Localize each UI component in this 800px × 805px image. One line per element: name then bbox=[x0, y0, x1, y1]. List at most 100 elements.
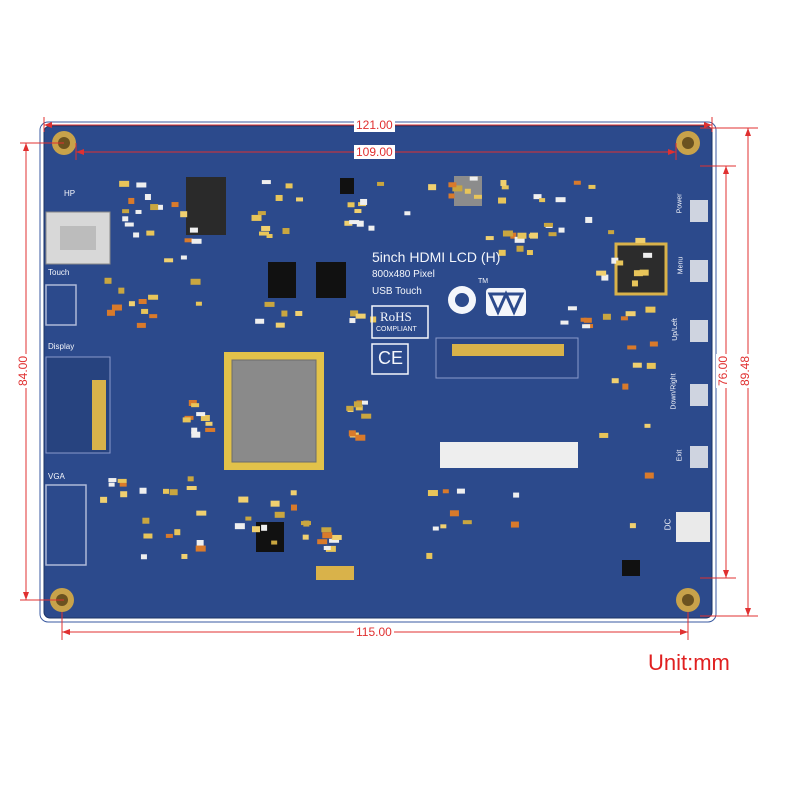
smd-part bbox=[349, 220, 360, 225]
smd-part bbox=[404, 211, 411, 216]
bottom-pads bbox=[316, 566, 354, 580]
smd-part bbox=[146, 230, 155, 236]
smd-part bbox=[184, 238, 193, 243]
label-vga: VGA bbox=[48, 472, 65, 481]
rohs-sub-text: COMPLIANT bbox=[376, 326, 417, 333]
smd-part bbox=[275, 194, 283, 201]
smd-part bbox=[255, 318, 265, 324]
smd-part bbox=[100, 496, 108, 503]
smd-part bbox=[128, 301, 135, 307]
smd-part bbox=[196, 412, 206, 417]
button-power bbox=[690, 200, 708, 222]
smd-part bbox=[599, 432, 609, 438]
smd-part bbox=[635, 237, 646, 243]
smd-part bbox=[588, 184, 596, 189]
smd-part bbox=[533, 194, 542, 200]
smd-part bbox=[353, 401, 362, 408]
smd-part bbox=[108, 478, 117, 483]
smd-part bbox=[302, 534, 309, 540]
main-chip bbox=[231, 359, 317, 463]
label-hp: HP bbox=[64, 189, 76, 198]
smd-part bbox=[275, 322, 285, 328]
smd-part bbox=[645, 306, 656, 313]
smd-part bbox=[136, 322, 146, 328]
smd-part bbox=[602, 313, 611, 320]
smd-part bbox=[181, 553, 188, 559]
smd-part bbox=[347, 202, 355, 208]
smd-part bbox=[144, 194, 151, 201]
smd-part bbox=[165, 533, 173, 538]
smd-part bbox=[149, 314, 158, 319]
mount-hole-top-right bbox=[676, 131, 700, 155]
touch-connector bbox=[45, 284, 77, 326]
smd-part bbox=[548, 232, 557, 237]
smd-part bbox=[622, 383, 629, 390]
smd-part bbox=[567, 306, 577, 311]
smd-part bbox=[627, 345, 637, 350]
smd-part bbox=[440, 524, 447, 529]
smd-part bbox=[234, 523, 245, 530]
label-menu: Menu bbox=[677, 256, 685, 275]
smd-part bbox=[355, 434, 366, 441]
smd-part bbox=[573, 180, 581, 185]
smd-part bbox=[188, 400, 197, 407]
smd-part bbox=[601, 274, 609, 281]
smd-part bbox=[317, 539, 328, 545]
smd-part bbox=[350, 310, 359, 317]
smd-part bbox=[456, 488, 465, 494]
ic-bottom bbox=[256, 522, 284, 552]
smd-part bbox=[148, 294, 159, 300]
smd-part bbox=[442, 489, 449, 494]
smd-part bbox=[346, 405, 354, 411]
smd-part bbox=[368, 225, 375, 231]
smd-part bbox=[140, 554, 147, 560]
smd-part bbox=[196, 539, 204, 546]
smd-part bbox=[171, 202, 179, 208]
smd-part bbox=[583, 317, 592, 323]
smd-part bbox=[360, 198, 368, 205]
ic-right bbox=[614, 242, 668, 296]
smd-part bbox=[187, 476, 194, 482]
smd-part bbox=[120, 491, 128, 498]
smd-part bbox=[285, 183, 293, 189]
smd-part bbox=[632, 362, 642, 368]
smd-part bbox=[644, 472, 654, 479]
smd-part bbox=[644, 423, 651, 428]
smd-part bbox=[611, 378, 619, 384]
smd-part bbox=[469, 176, 478, 181]
smd-part bbox=[582, 324, 591, 329]
board-usb-touch: USB Touch bbox=[372, 286, 422, 297]
smd-part bbox=[290, 504, 297, 511]
ic-top bbox=[186, 177, 226, 235]
smd-part bbox=[296, 197, 304, 202]
smd-part bbox=[452, 185, 463, 192]
smd-part bbox=[448, 193, 455, 199]
smd-part bbox=[155, 204, 163, 210]
smd-part bbox=[251, 526, 260, 533]
ic-mid-1 bbox=[268, 262, 296, 298]
smd-part bbox=[259, 231, 270, 236]
smd-part bbox=[135, 209, 142, 214]
smd-part bbox=[616, 260, 624, 266]
smd-part bbox=[516, 245, 524, 252]
dim-height-left: 84.00 bbox=[16, 353, 31, 389]
smd-part bbox=[191, 427, 198, 434]
label-down-right: Down/Right bbox=[670, 373, 678, 410]
unit-label: Unit:mm bbox=[648, 650, 730, 675]
smd-part bbox=[543, 222, 553, 227]
smd-part bbox=[189, 227, 198, 233]
dim-height-outer: 89.48 bbox=[738, 353, 753, 389]
dim-height-holes: 76.00 bbox=[716, 353, 731, 389]
label-dc: DC bbox=[663, 518, 673, 531]
button-up-left bbox=[690, 320, 708, 342]
waveshare-logo bbox=[448, 286, 526, 316]
smd-part bbox=[473, 194, 482, 199]
smd-part bbox=[261, 225, 271, 231]
smd-part bbox=[322, 532, 333, 539]
smd-part bbox=[432, 526, 439, 531]
smd-part bbox=[555, 197, 566, 203]
smd-part bbox=[205, 427, 216, 432]
dc-jack bbox=[676, 512, 710, 542]
